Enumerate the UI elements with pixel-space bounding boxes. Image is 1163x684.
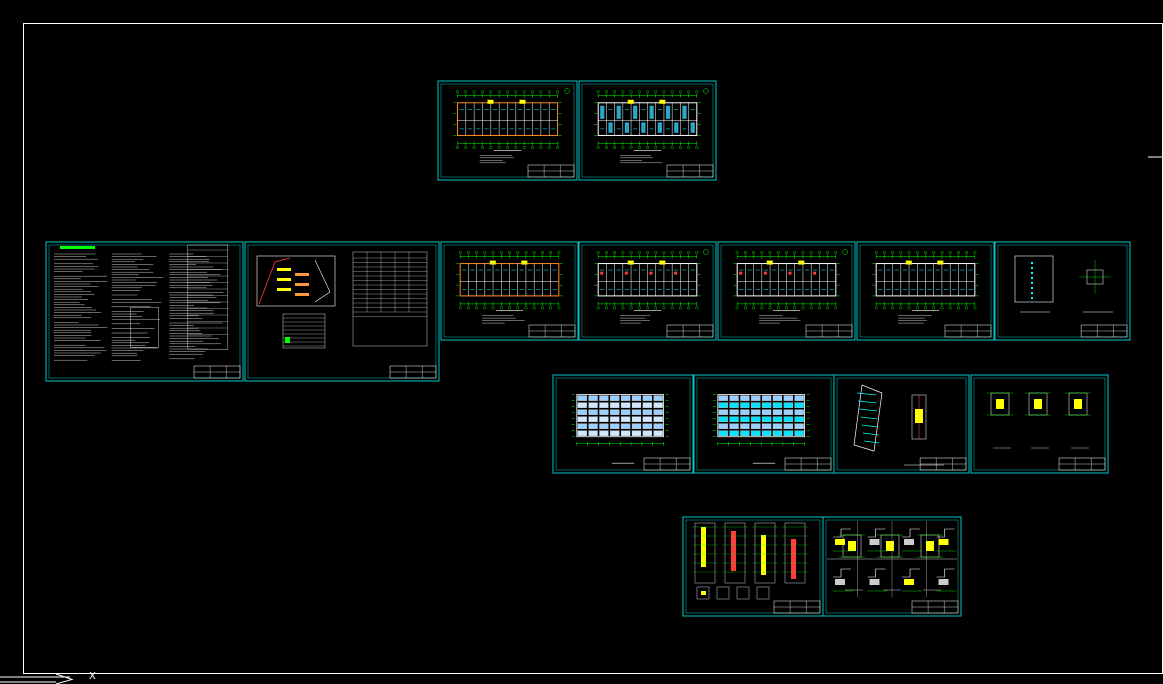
sheet-design-notes[interactable] bbox=[45, 241, 244, 382]
sheet-elevation-2[interactable] bbox=[693, 374, 835, 474]
sheet-floor-plan-top-2[interactable] bbox=[578, 80, 717, 181]
sheet-floor-plan-1[interactable] bbox=[440, 241, 579, 341]
sheet-stair-details[interactable] bbox=[994, 241, 1131, 341]
sheet-wall-sections[interactable] bbox=[682, 516, 824, 617]
sheet-floor-plan-2[interactable] bbox=[578, 241, 717, 341]
sheet-floor-plan-top-1[interactable] bbox=[437, 80, 578, 181]
drawing-frame bbox=[23, 23, 1163, 674]
sheet-node-details[interactable] bbox=[970, 374, 1109, 474]
sheet-site-plan[interactable] bbox=[244, 241, 440, 382]
sheet-elevation-1[interactable] bbox=[552, 374, 694, 474]
sheet-section[interactable] bbox=[833, 374, 970, 474]
sheet-construction-details[interactable] bbox=[822, 516, 962, 617]
ucs-icon bbox=[0, 673, 74, 684]
sheet-floor-plan-4[interactable] bbox=[856, 241, 995, 341]
sheet-floor-plan-3[interactable] bbox=[717, 241, 856, 341]
ucs-x-label: X bbox=[89, 671, 96, 682]
